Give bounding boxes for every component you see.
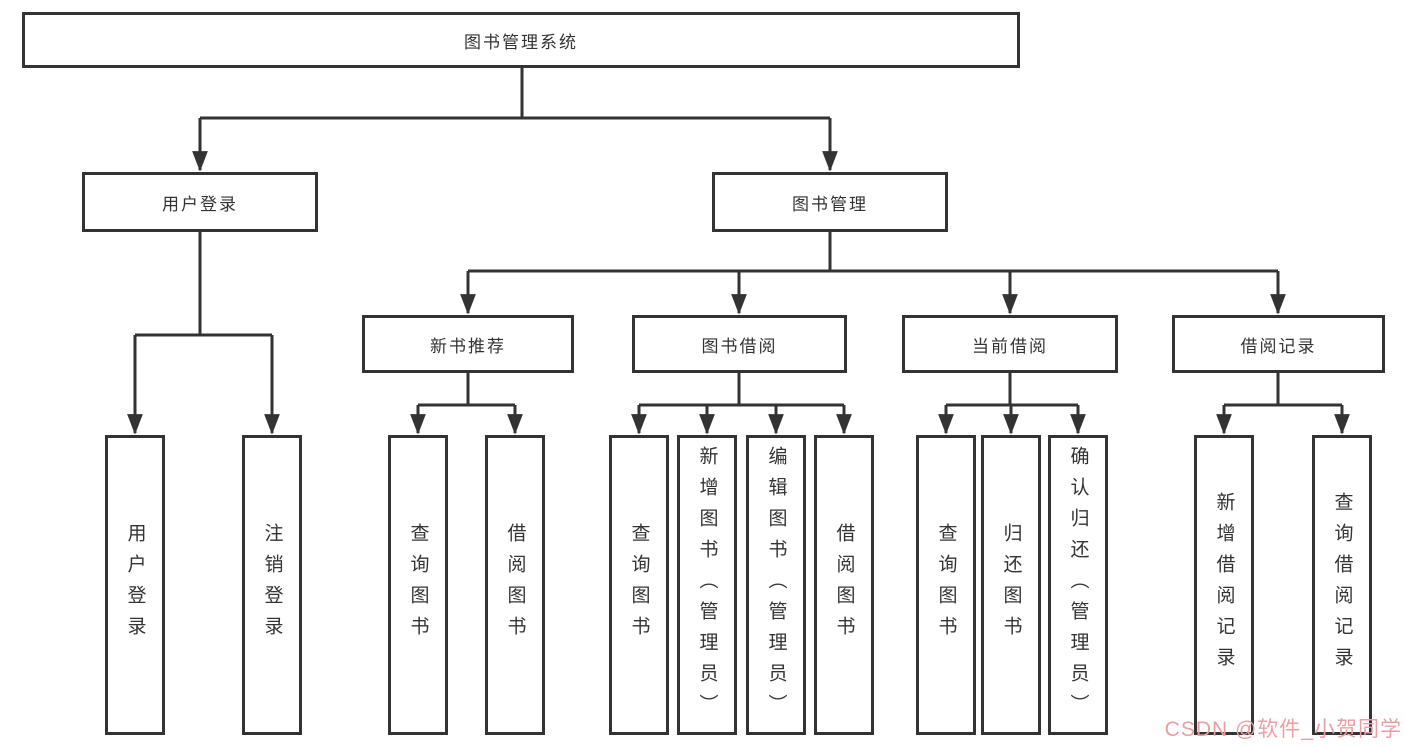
node-book-management: 图书管理 xyxy=(712,172,948,232)
leaf-label: 借阅图书 xyxy=(504,523,526,647)
leaf-label: 注销登录 xyxy=(261,523,283,647)
leaf-query-books-recommend: 查询图书 xyxy=(388,435,448,735)
leaf-label: 查询图书 xyxy=(407,523,429,647)
leaf-label: 查询借阅记录 xyxy=(1331,492,1353,678)
leaf-label: 查询图书 xyxy=(628,523,650,647)
leaf-label: 借阅图书 xyxy=(833,523,855,647)
leaf-label: 编辑图书（管理员） xyxy=(765,445,787,725)
leaf-label: 用户登录 xyxy=(124,523,146,647)
leaf-edit-book-admin: 编辑图书（管理员） xyxy=(746,435,806,735)
leaf-query-borrow-record: 查询借阅记录 xyxy=(1312,435,1372,735)
leaf-logout: 注销登录 xyxy=(242,435,302,735)
csdn-watermark: CSDN @软件_小贺同学 xyxy=(1164,718,1402,741)
leaf-label: 新增图书（管理员） xyxy=(696,445,718,725)
leaf-label: 查询图书 xyxy=(935,523,957,647)
leaf-borrow-books-borrowing: 借阅图书 xyxy=(814,435,874,735)
leaf-query-books-current: 查询图书 xyxy=(916,435,976,735)
leaf-add-borrow-record: 新增借阅记录 xyxy=(1194,435,1254,735)
leaf-add-book-admin: 新增图书（管理员） xyxy=(677,435,737,735)
leaf-query-books-borrowing: 查询图书 xyxy=(609,435,669,735)
leaf-label: 新增借阅记录 xyxy=(1213,492,1235,678)
leaf-confirm-return-admin: 确认归还（管理员） xyxy=(1048,435,1108,735)
node-user-login: 用户登录 xyxy=(82,172,318,232)
node-new-book-recommend: 新书推荐 xyxy=(362,315,574,373)
leaf-user-login: 用户登录 xyxy=(105,435,165,735)
node-current-borrowing: 当前借阅 xyxy=(902,315,1118,373)
leaf-label: 确认归还（管理员） xyxy=(1067,445,1089,725)
node-library-system: 图书管理系统 xyxy=(22,12,1020,68)
leaf-label: 归还图书 xyxy=(1000,523,1022,647)
node-book-borrowing: 图书借阅 xyxy=(632,315,847,373)
leaf-return-books: 归还图书 xyxy=(981,435,1041,735)
leaf-borrow-books-recommend: 借阅图书 xyxy=(485,435,545,735)
node-borrowing-records: 借阅记录 xyxy=(1172,315,1385,373)
